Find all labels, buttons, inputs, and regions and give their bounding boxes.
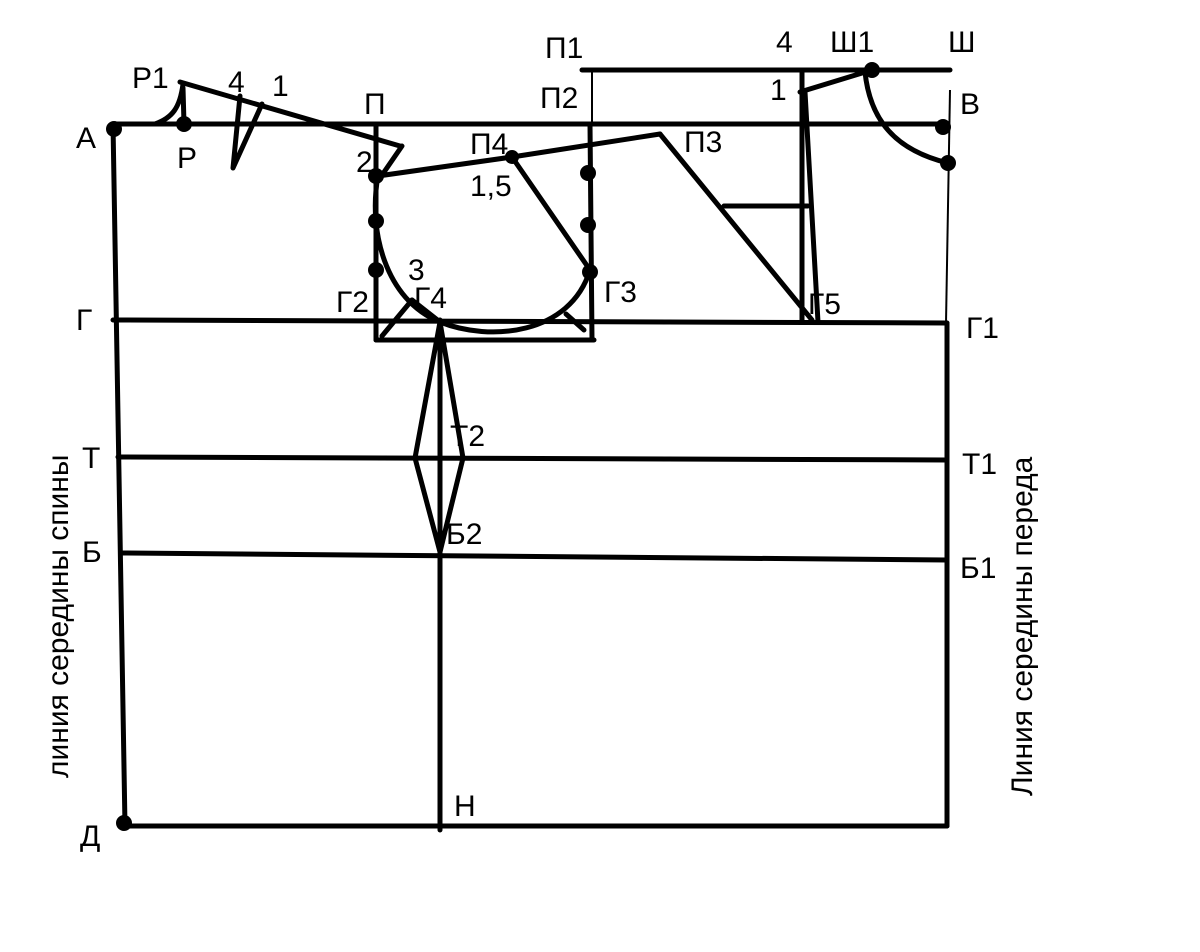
point-V-dot (935, 119, 951, 135)
label-1a: 1 (272, 70, 289, 103)
front-neckline-curve (862, 69, 951, 166)
line-G2-diag-left (379, 297, 415, 339)
side-dart-diamond (412, 319, 466, 555)
label-1-5: 1,5 (470, 170, 512, 203)
back-center-label: линия середины спины (42, 455, 75, 778)
line-G3-diag (563, 311, 587, 333)
line-P3-G5 (657, 131, 815, 323)
armhole-dot-2 (368, 262, 384, 278)
label-G1: Г1 (966, 312, 999, 345)
label-4b: 4 (776, 26, 793, 59)
point-D-dot (116, 815, 132, 831)
line-P4-P3 (509, 131, 663, 160)
label-V: В (960, 88, 980, 121)
label-1b: 1 (770, 74, 787, 107)
label-P3: П3 (684, 126, 722, 159)
label-G4: Г4 (414, 282, 447, 315)
label-B2: Б2 (446, 518, 482, 551)
label-2: 2 (356, 146, 373, 179)
label-3: 3 (408, 254, 425, 287)
point-Sh1-dot (864, 62, 880, 78)
point-R-dot (176, 116, 192, 132)
armhole-dot-3 (580, 165, 596, 181)
front-center-label: Линия середины переда (1006, 456, 1039, 796)
line-B-B1 (119, 550, 950, 563)
label-T2: Т2 (450, 420, 485, 453)
label-A: А (76, 122, 96, 155)
label-T: Т (82, 442, 100, 475)
label-B: Б (82, 536, 102, 569)
point-A-dot (106, 121, 122, 137)
label-Sh1: Ш1 (830, 26, 874, 59)
label-R1: Р1 (132, 62, 169, 95)
line-G-G1 (110, 317, 950, 326)
line-T-T1 (115, 454, 950, 463)
label-P: П (364, 88, 386, 121)
label-N: Н (454, 790, 476, 823)
line-A-D-back-center (110, 121, 128, 829)
label-P2: П2 (540, 82, 578, 115)
line-P4-G3 (509, 154, 593, 273)
point-2-dot (368, 168, 384, 184)
line-1-Sh1 (797, 67, 875, 95)
point-G3-dot (582, 264, 598, 280)
label-P1: П1 (545, 32, 583, 65)
point-P4-dot (505, 150, 519, 164)
back-shoulder-dart (230, 93, 265, 171)
label-G: Г (76, 304, 92, 337)
label-P4: П4 (470, 128, 508, 161)
armhole-dot-1 (368, 213, 384, 229)
line-4-1-shoulder (802, 89, 821, 325)
line-2-tick (377, 143, 405, 181)
label-R: Р (177, 142, 197, 175)
label-T1: Т1 (962, 448, 997, 481)
label-B1: Б1 (960, 552, 996, 585)
point-neck-dot (940, 155, 956, 171)
label-G5: Г5 (808, 288, 841, 321)
line-R1-shoulder (177, 79, 403, 149)
armhole-dot-4 (580, 217, 596, 233)
label-4a: 4 (228, 66, 245, 99)
label-G3: Г3 (604, 276, 637, 309)
label-Sh: Ш (948, 26, 976, 59)
label-G2: Г2 (336, 286, 369, 319)
label-D: Д (80, 820, 100, 853)
line-2-P4 (375, 154, 515, 179)
line-G2-diag-right (409, 297, 443, 325)
